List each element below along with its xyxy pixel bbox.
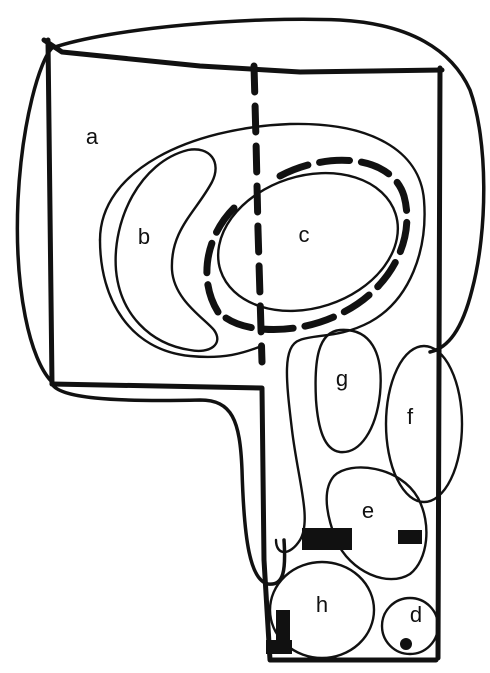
region-g-outline <box>316 330 381 452</box>
midline-dashed <box>254 66 262 362</box>
frame-top-edge <box>44 40 442 72</box>
region-b-outline <box>116 149 218 351</box>
label-a: a <box>86 124 99 149</box>
label-f: f <box>407 404 414 429</box>
region-d-dot <box>400 638 412 650</box>
region-e-outline <box>327 467 427 579</box>
label-c: c <box>299 222 310 247</box>
label-d: d <box>410 602 422 627</box>
block-right <box>398 530 422 544</box>
inner-bubble-lower <box>100 240 262 357</box>
block-bottom-horizontal <box>266 640 292 654</box>
block-left <box>302 528 352 550</box>
frame-left-edge <box>48 40 52 384</box>
label-e: e <box>362 498 374 523</box>
frame-right-edge <box>438 68 440 658</box>
region-a-lower-outline <box>52 384 285 584</box>
label-b: b <box>138 224 150 249</box>
label-h: h <box>316 592 328 617</box>
label-g: g <box>336 366 348 391</box>
